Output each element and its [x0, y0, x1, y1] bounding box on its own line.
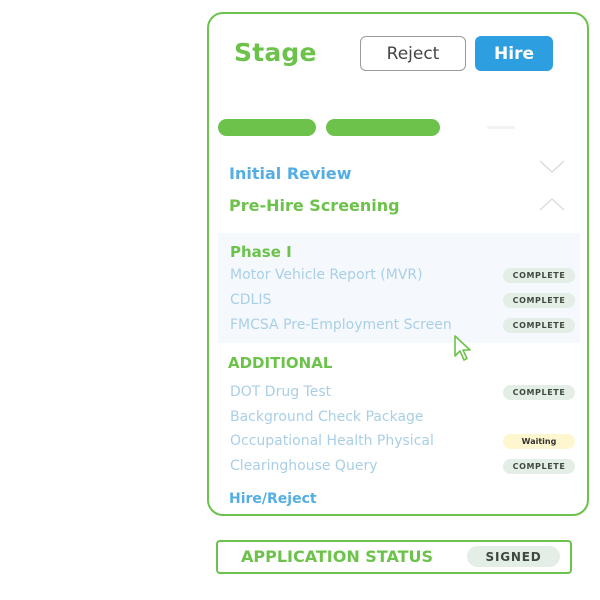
- progress-step-2: [326, 119, 440, 136]
- additional-title: ADDITIONAL: [228, 354, 333, 372]
- hire-reject-link[interactable]: Hire/Reject: [229, 491, 317, 507]
- hire-button[interactable]: Hire: [475, 36, 553, 71]
- list-item-label: Background Check Package: [230, 409, 424, 425]
- list-item[interactable]: Background Check Package: [230, 407, 575, 427]
- status-badge: COMPLETE: [503, 292, 575, 308]
- stage-title: Stage: [234, 38, 317, 67]
- application-status-badge: SIGNED: [467, 546, 560, 567]
- status-badge: COMPLETE: [503, 317, 575, 333]
- list-item[interactable]: Occupational Health Physical Waiting: [230, 431, 575, 451]
- status-badge: COMPLETE: [503, 458, 575, 474]
- application-status-label: APPLICATION STATUS: [241, 547, 434, 566]
- list-item[interactable]: Motor Vehicle Report (MVR) COMPLETE: [230, 265, 575, 285]
- list-item-label: Motor Vehicle Report (MVR): [230, 267, 423, 283]
- list-item-label: DOT Drug Test: [230, 384, 332, 400]
- stage-card: Stage Reject Hire Initial Review Pre-Hir…: [207, 12, 589, 516]
- list-item[interactable]: FMCSA Pre-Employment Screen COMPLETE: [230, 315, 575, 335]
- list-item[interactable]: Clearinghouse Query COMPLETE: [230, 456, 575, 476]
- list-item[interactable]: DOT Drug Test COMPLETE: [230, 382, 575, 402]
- list-item-label: Clearinghouse Query: [230, 458, 378, 474]
- status-badge: COMPLETE: [503, 384, 575, 400]
- chevron-up-icon[interactable]: [539, 197, 565, 211]
- phase-1-section: Phase I Motor Vehicle Report (MVR) COMPL…: [218, 233, 580, 343]
- list-item-label: Occupational Health Physical: [230, 433, 434, 449]
- mouse-pointer-icon: [454, 335, 471, 361]
- chevron-down-icon[interactable]: [539, 160, 565, 174]
- list-item[interactable]: CDLIS COMPLETE: [230, 290, 575, 310]
- list-item-label: FMCSA Pre-Employment Screen: [230, 317, 452, 333]
- status-badge: COMPLETE: [503, 267, 575, 283]
- initial-review-link[interactable]: Initial Review: [229, 164, 352, 183]
- reject-button[interactable]: Reject: [360, 36, 466, 71]
- prehire-screening-link[interactable]: Pre-Hire Screening: [229, 196, 400, 215]
- progress-step-3: [487, 126, 515, 129]
- application-status-bar: APPLICATION STATUS SIGNED: [216, 540, 572, 574]
- list-item-label: CDLIS: [230, 292, 272, 308]
- phase-1-title: Phase I: [230, 243, 292, 261]
- progress-step-1: [218, 119, 316, 136]
- status-badge: Waiting: [503, 433, 575, 449]
